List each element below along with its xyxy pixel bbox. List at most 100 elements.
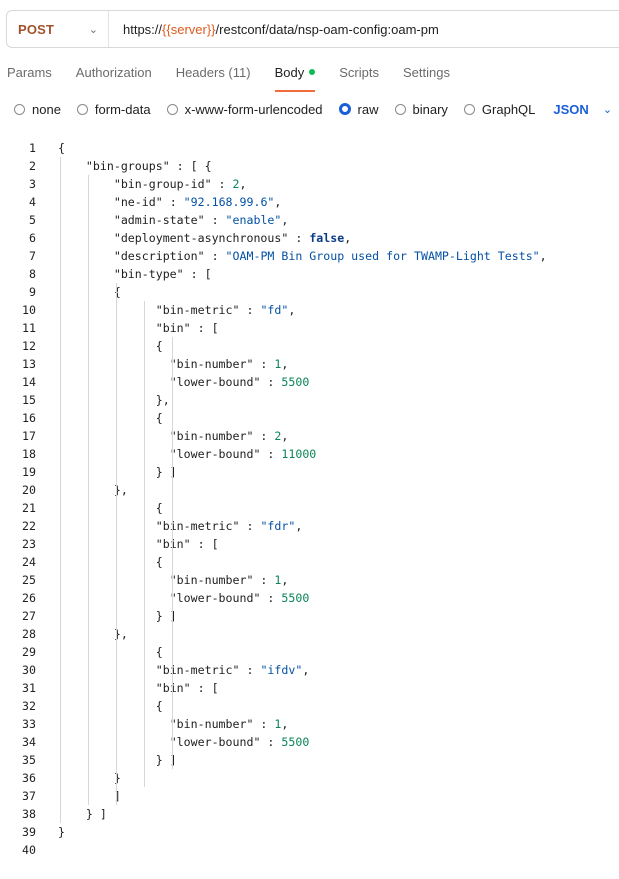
line-number: 29 (22, 645, 36, 659)
code-line[interactable]: 32 { (0, 697, 619, 715)
code-text: "deployment-asynchronous" : false, (113, 231, 352, 245)
line-number: 3 (29, 177, 36, 191)
line-number: 15 (22, 393, 36, 407)
url-variable[interactable]: server (170, 21, 207, 37)
code-line[interactable]: 15 }, (0, 391, 619, 409)
code-line[interactable]: 29 { (0, 643, 619, 661)
line-number: 13 (22, 357, 36, 371)
indent-guide (116, 283, 117, 805)
code-text: "bin-metric" : "ifdv", (155, 663, 310, 677)
tab-scripts[interactable]: Scripts (339, 65, 379, 80)
option-x-www-form-urlencoded[interactable]: x-www-form-urlencoded (166, 102, 323, 117)
code-line[interactable]: 30 "bin-metric" : "ifdv", (0, 661, 619, 679)
line-number: 14 (22, 375, 36, 389)
code-line[interactable]: 27 } ] (0, 607, 619, 625)
code-line[interactable]: 11 "bin" : [ (0, 319, 619, 337)
chevron-down-icon: ⌄ (602, 103, 613, 116)
code-text: { (58, 501, 163, 515)
code-line[interactable]: 1{ (0, 139, 619, 157)
format-selector[interactable]: JSON ⌄ (553, 102, 612, 117)
option-label: none (32, 101, 61, 117)
line-number: 9 (29, 285, 36, 299)
option-form-data[interactable]: form-data (76, 101, 151, 117)
code-line[interactable]: 25 "bin-number" : 1, (0, 571, 619, 589)
code-line[interactable]: 13 "bin-number" : 1, (0, 355, 619, 373)
code-line[interactable]: 2 "bin-groups" : [ { (0, 157, 619, 175)
code-text: { (58, 141, 65, 155)
code-line[interactable]: 8 "bin-type" : [ (0, 265, 619, 283)
tab-params[interactable]: Params (7, 65, 52, 80)
option-none[interactable]: none (14, 102, 61, 117)
method-selector[interactable]: POST ⌄ (7, 11, 109, 47)
code-line[interactable]: 20 }, (0, 481, 619, 499)
code-line[interactable]: 35 } ] (0, 751, 619, 769)
code-line[interactable]: 40 (0, 841, 619, 859)
line-number: 1 (29, 141, 36, 155)
code-line[interactable]: 26 "lower-bound" : 5500 (0, 589, 619, 607)
line-number: 26 (22, 591, 36, 605)
tab-body-label: Body (274, 65, 305, 80)
line-number: 33 (22, 717, 36, 731)
code-line[interactable]: 33 "bin-number" : 1, (0, 715, 619, 733)
line-number: 22 (22, 519, 36, 533)
option-label: form-data (94, 101, 151, 117)
code-line[interactable]: 18 "lower-bound" : 11000 (0, 445, 619, 463)
code-line[interactable]: 12 { (0, 337, 619, 355)
tab-settings[interactable]: Settings (402, 65, 450, 80)
url-bar: POST ⌄ https://{{server}}/restconf/data/… (6, 10, 619, 48)
radio-icon (463, 103, 475, 115)
code-text: } ] (58, 753, 177, 767)
indent-guide (60, 157, 61, 823)
active-dot-icon (309, 69, 316, 75)
code-text: }, (58, 393, 170, 407)
url-input[interactable]: https://{{server}}/restconf/data/nsp-oam… (123, 22, 439, 37)
code-line[interactable]: 16 { (0, 409, 619, 427)
line-number: 18 (22, 447, 36, 461)
code-text: { (58, 645, 163, 659)
line-number: 31 (22, 681, 36, 695)
format-label: JSON (553, 101, 589, 117)
option-graphql[interactable]: GraphQL (463, 102, 535, 117)
code-line[interactable]: 17 "bin-number" : 2, (0, 427, 619, 445)
code-line[interactable]: 19 } ] (0, 463, 619, 481)
url-var-open: {{ (162, 21, 171, 37)
code-line[interactable]: 7 "description" : "OAM-PM Bin Group used… (0, 247, 619, 265)
code-line[interactable]: 9 { (0, 283, 619, 301)
code-line[interactable]: 6 "deployment-asynchronous" : false, (0, 229, 619, 247)
code-line[interactable]: 21 { (0, 499, 619, 517)
code-line[interactable]: 23 "bin" : [ (0, 535, 619, 553)
request-tabs: Params Authorization Headers (11) Body S… (7, 62, 474, 92)
line-number: 12 (22, 339, 36, 353)
code-line[interactable]: 28 }, (0, 625, 619, 643)
body-type-options: none form-data x-www-form-urlencoded raw… (14, 99, 612, 119)
code-line[interactable]: 36 } (0, 769, 619, 787)
option-raw[interactable]: raw (338, 102, 379, 117)
url-suffix: /restconf/data/nsp-oam-config:oam-pm (215, 21, 439, 37)
tab-headers[interactable]: Headers (11) (175, 65, 251, 80)
line-number: 11 (22, 321, 36, 335)
line-number: 35 (22, 753, 36, 767)
tab-body[interactable]: Body (274, 62, 316, 92)
code-line[interactable]: 24 { (0, 553, 619, 571)
line-number: 4 (29, 195, 36, 209)
option-binary[interactable]: binary (394, 102, 448, 117)
code-line[interactable]: 5 "admin-state" : "enable", (0, 211, 619, 229)
line-number: 20 (22, 483, 36, 497)
line-number: 8 (29, 267, 36, 281)
line-number: 39 (22, 825, 36, 839)
line-number: 16 (22, 411, 36, 425)
code-line[interactable]: 37 ] (0, 787, 619, 805)
code-line[interactable]: 3 "bin-group-id" : 2, (0, 175, 619, 193)
tab-authorization[interactable]: Authorization (75, 65, 152, 80)
code-text: "bin-type" : [ (113, 267, 212, 281)
code-line[interactable]: 14 "lower-bound" : 5500 (0, 373, 619, 391)
code-line[interactable]: 39} (0, 823, 619, 841)
code-text: } (58, 771, 121, 785)
code-line[interactable]: 34 "lower-bound" : 5500 (0, 733, 619, 751)
code-line[interactable]: 4 "ne-id" : "92.168.99.6", (0, 193, 619, 211)
code-line[interactable]: 38 } ] (0, 805, 619, 823)
code-editor[interactable]: 1{2 "bin-groups" : [ {3 "bin-group-id" :… (0, 139, 619, 859)
code-line[interactable]: 31 "bin" : [ (0, 679, 619, 697)
code-line[interactable]: 10 "bin-metric" : "fd", (0, 301, 619, 319)
code-line[interactable]: 22 "bin-metric" : "fdr", (0, 517, 619, 535)
